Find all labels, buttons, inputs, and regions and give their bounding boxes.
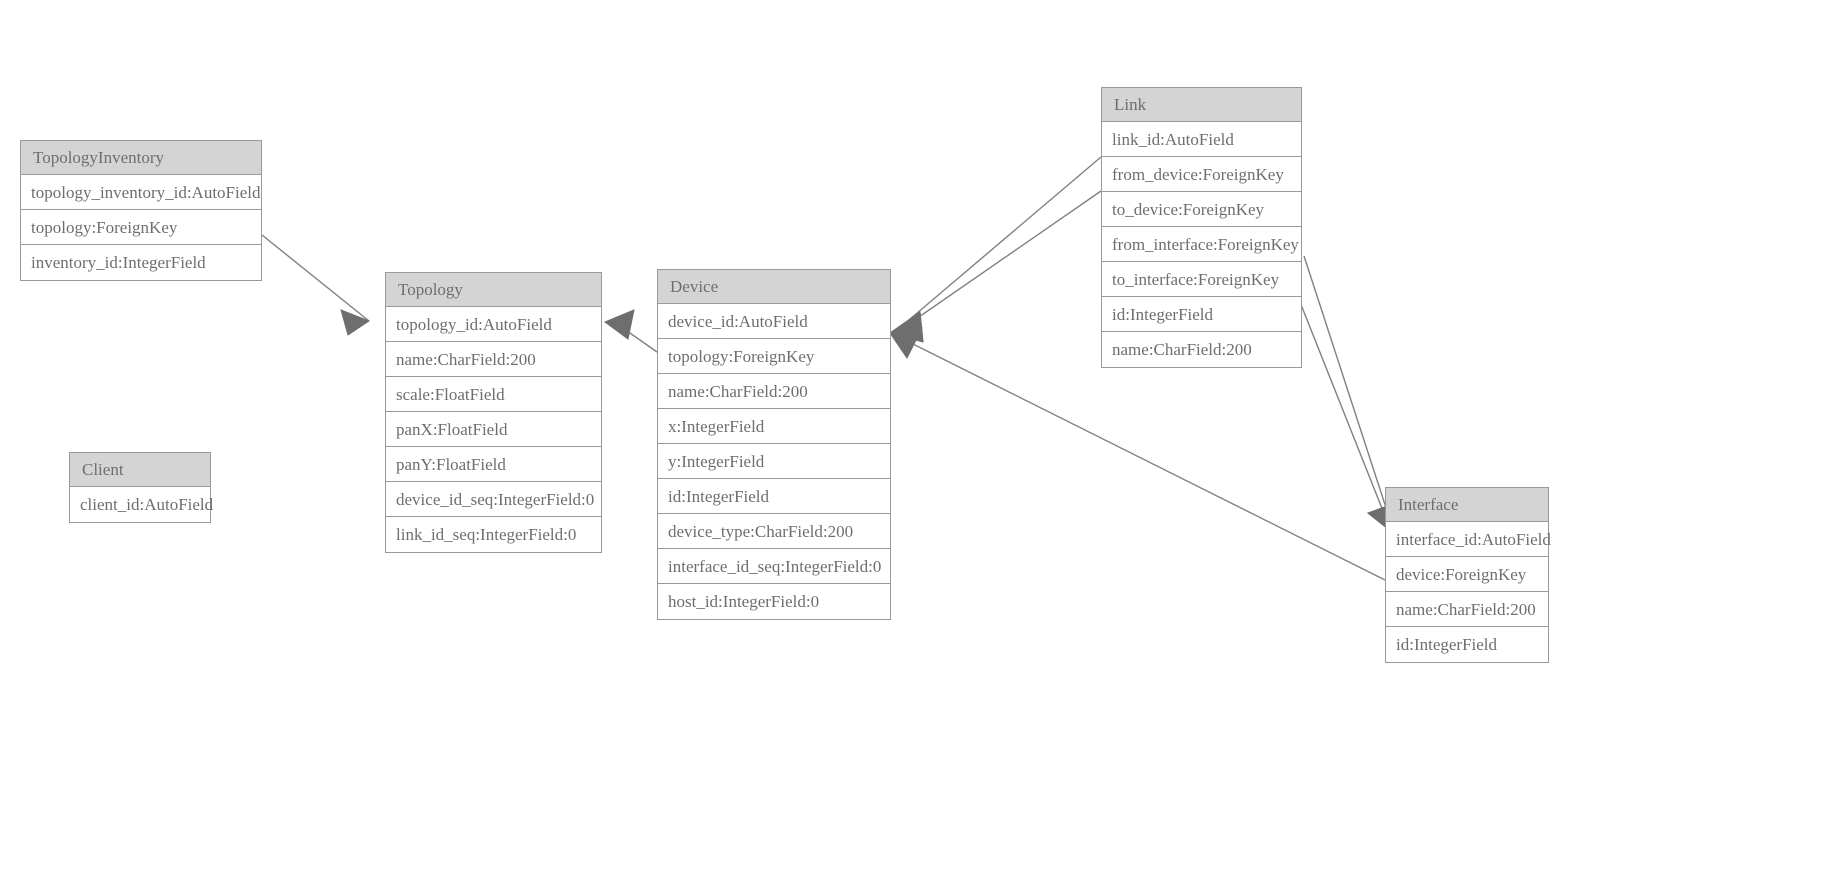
- entity-field[interactable]: name:CharField:200: [386, 342, 601, 377]
- relationship-arrowhead: [603, 309, 635, 340]
- entity-field[interactable]: device_type:CharField:200: [658, 514, 890, 549]
- relationship-arrowhead: [340, 309, 371, 336]
- entity-field[interactable]: id:IntegerField: [1102, 297, 1301, 332]
- entity-field[interactable]: panX:FloatField: [386, 412, 601, 447]
- entity-field[interactable]: name:CharField:200: [1386, 592, 1548, 627]
- entity-field[interactable]: interface_id_seq:IntegerField:0: [658, 549, 890, 584]
- entity-field[interactable]: topology_inventory_id:AutoField: [21, 175, 261, 210]
- entity-field[interactable]: panY:FloatField: [386, 447, 601, 482]
- relationship-device-topology: [603, 309, 658, 353]
- entity-field[interactable]: name:CharField:200: [658, 374, 890, 409]
- relationship-link-from-device: [888, 156, 1102, 343]
- entity-field[interactable]: device_id:AutoField: [658, 304, 890, 339]
- relationship-arrowhead: [889, 327, 923, 359]
- entity-field[interactable]: scale:FloatField: [386, 377, 601, 412]
- entity-field[interactable]: link_id_seq:IntegerField:0: [396, 525, 577, 544]
- relationship-line: [902, 190, 1102, 329]
- entity-field[interactable]: from_interface:ForeignKey: [1102, 227, 1301, 262]
- relationship-line: [1295, 291, 1388, 522]
- entity-field[interactable]: link_id:AutoField: [1102, 122, 1301, 157]
- entity-field[interactable]: to_interface:ForeignKey: [1102, 262, 1301, 297]
- entity-field[interactable]: id:IntegerField: [1396, 635, 1498, 654]
- entity-field[interactable]: topology:ForeignKey: [21, 210, 261, 245]
- entity-client[interactable]: Client client_id:AutoField: [69, 452, 214, 523]
- relationship-line: [1303, 255, 1391, 521]
- entity-field[interactable]: to_device:ForeignKey: [1102, 192, 1301, 227]
- relationship-line: [904, 339, 1386, 581]
- entity-title-interface: Interface: [1386, 488, 1548, 522]
- relationship-arrowhead: [888, 311, 924, 343]
- entity-field[interactable]: name:CharField:200: [1112, 340, 1252, 359]
- entity-field[interactable]: interface_id:AutoField: [1386, 522, 1551, 557]
- entity-field[interactable]: x:IntegerField: [658, 409, 890, 444]
- entity-field[interactable]: topology:ForeignKey: [658, 339, 890, 374]
- relationship-line: [619, 325, 658, 353]
- relationship-line: [902, 156, 1102, 326]
- entity-title-topology_inventory: TopologyInventory: [21, 141, 261, 175]
- entity-field[interactable]: id:IntegerField: [658, 479, 890, 514]
- entity-field[interactable]: device_id_seq:IntegerField:0: [386, 482, 601, 517]
- relationship-link-to-device: [888, 190, 1102, 343]
- relationship-link-to-interface: [1295, 291, 1397, 534]
- entity-title-device: Device: [658, 270, 890, 304]
- entity-title-link: Link: [1102, 88, 1301, 122]
- entity-field[interactable]: client_id:AutoField: [80, 495, 214, 514]
- relationship-arrowhead: [888, 311, 924, 343]
- entity-field[interactable]: inventory_id:IntegerField: [31, 253, 206, 272]
- entity-field[interactable]: topology_id:AutoField: [386, 307, 601, 342]
- entity-field[interactable]: y:IntegerField: [658, 444, 890, 479]
- relationship-line: [261, 234, 370, 322]
- entity-title-topology: Topology: [386, 273, 601, 307]
- entity-field[interactable]: device:ForeignKey: [1386, 557, 1548, 592]
- entity-title-client: Client: [70, 453, 210, 487]
- relationship-topologyinventory-topology: [261, 234, 371, 336]
- entity-field[interactable]: from_device:ForeignKey: [1102, 157, 1301, 192]
- relationship-link-from-interface: [1303, 255, 1397, 534]
- entity-field[interactable]: host_id:IntegerField:0: [668, 592, 820, 611]
